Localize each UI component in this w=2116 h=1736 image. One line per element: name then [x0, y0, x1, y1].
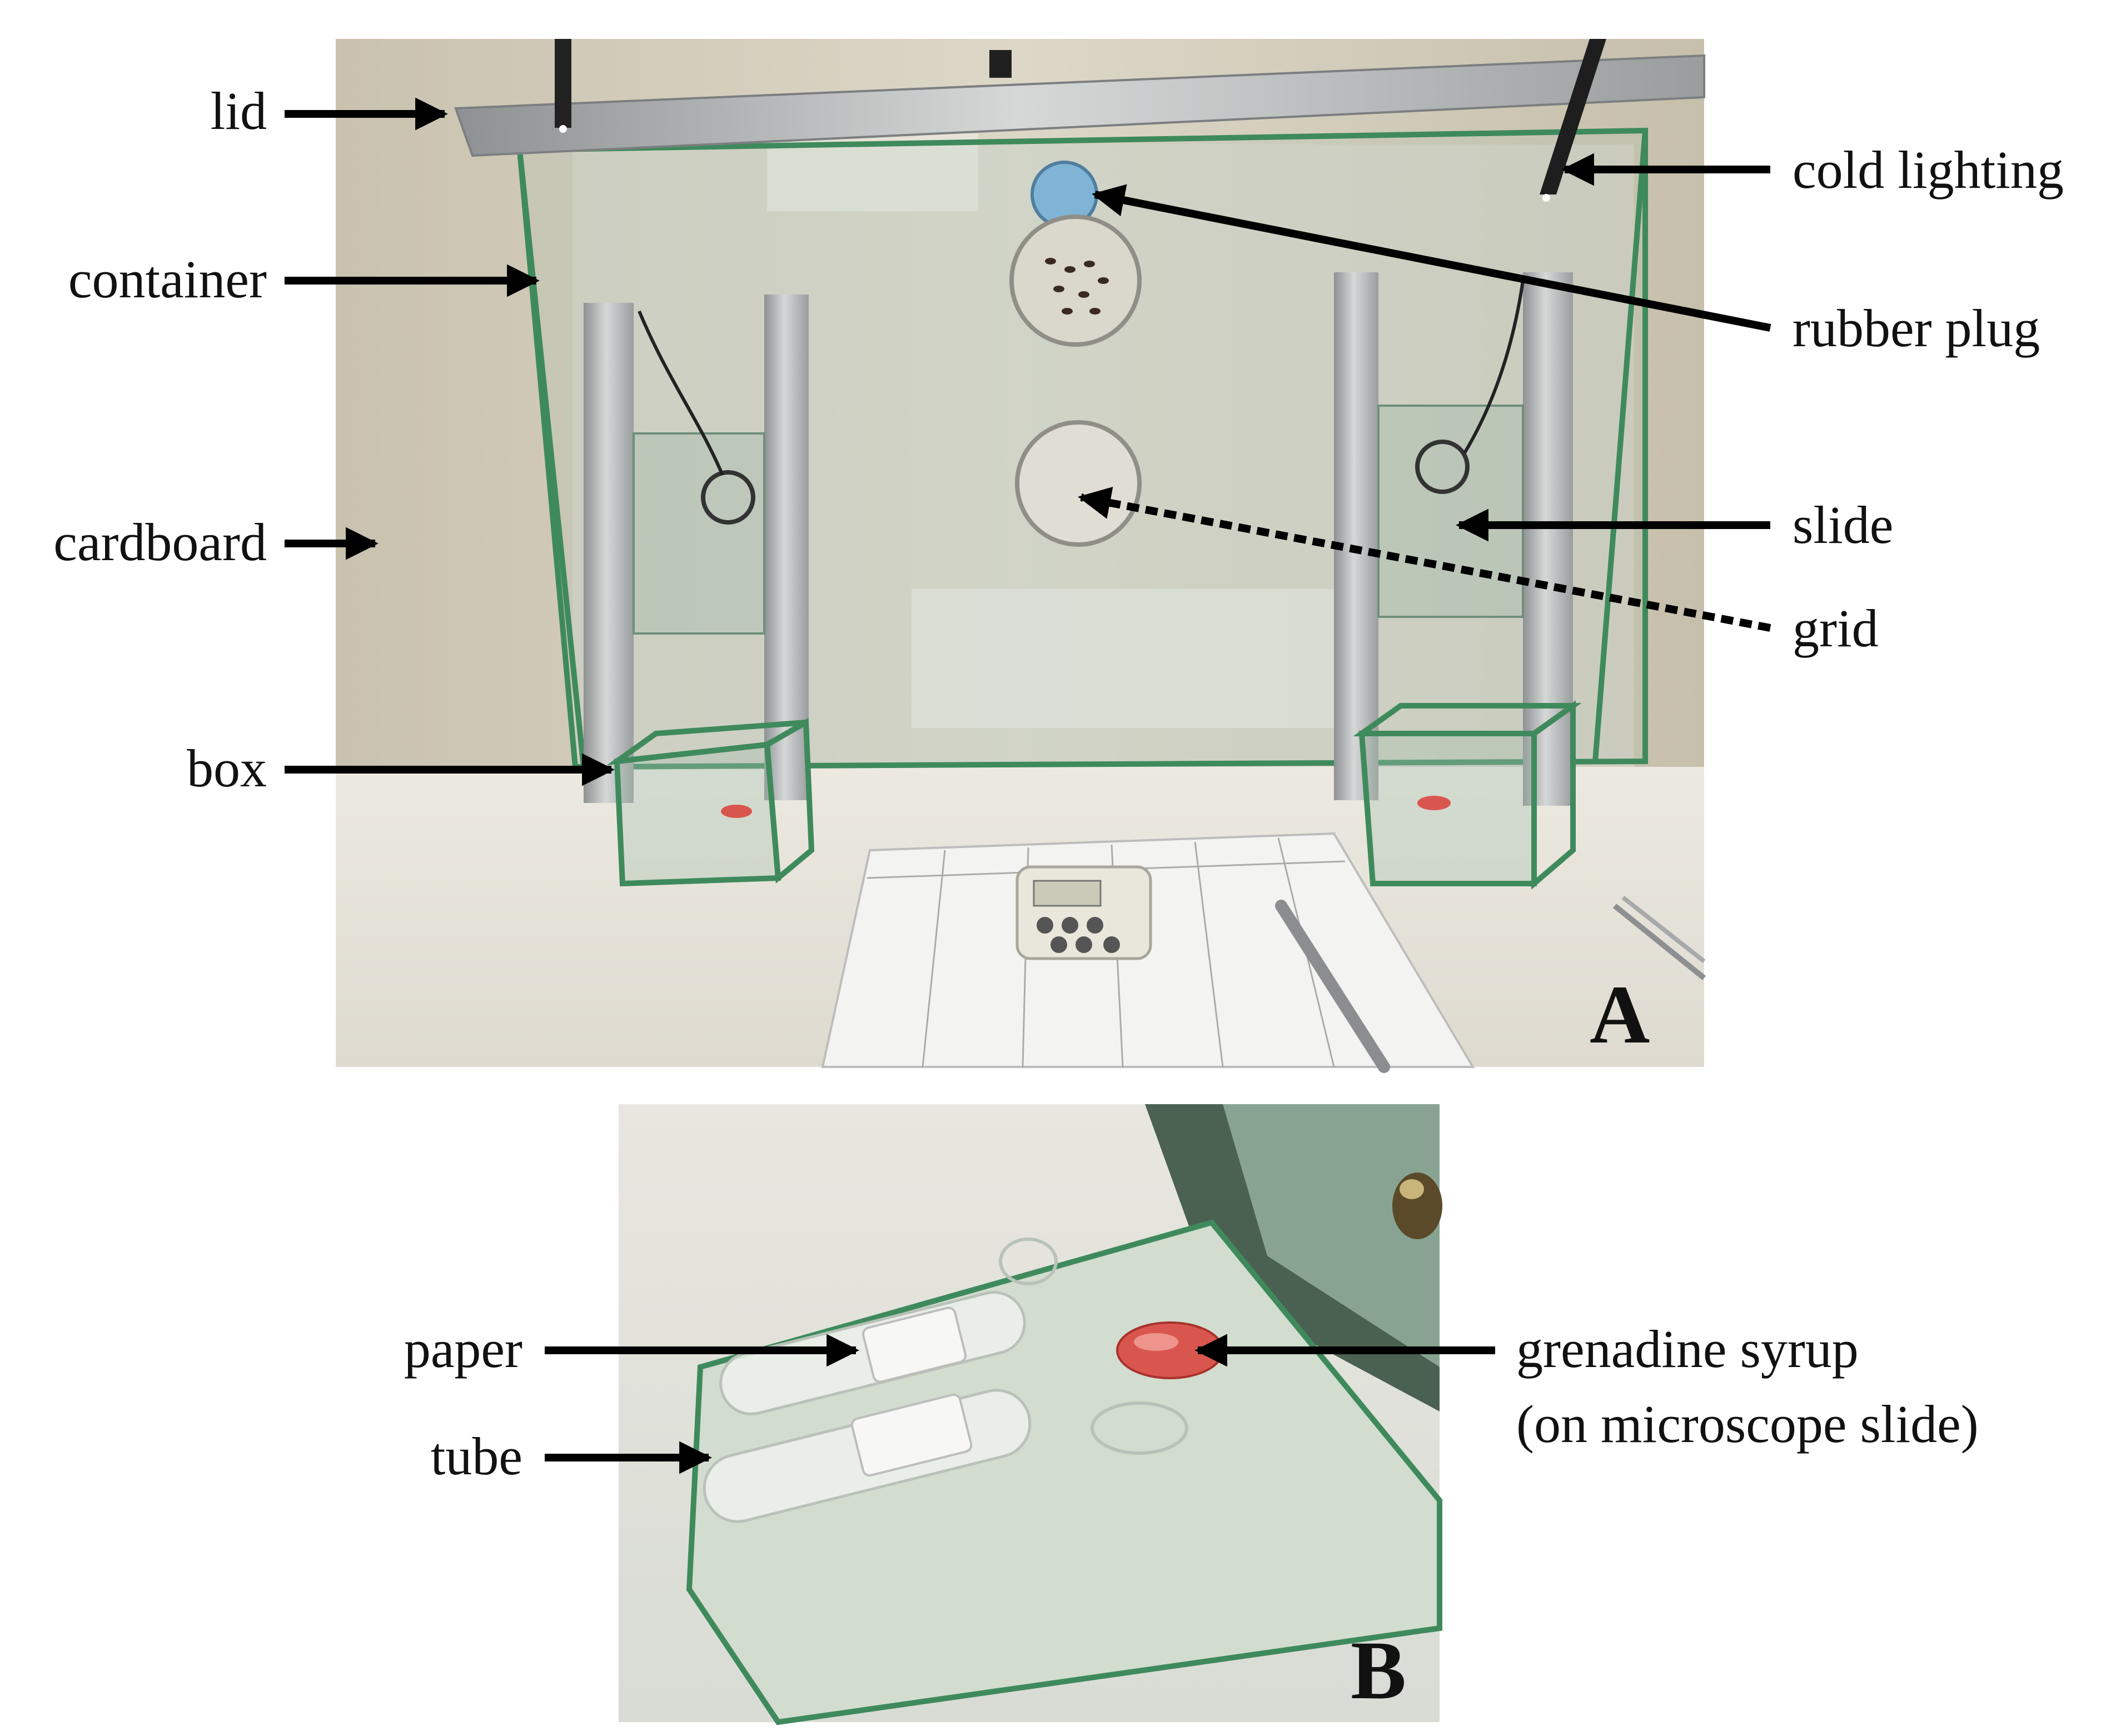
label-container: container: [68, 250, 267, 309]
label-tube: tube: [430, 1426, 522, 1486]
timer: [1015, 865, 1152, 960]
photo-panel-b: [619, 1104, 1442, 1725]
label-lid: lid: [210, 81, 267, 141]
tubes: [703, 1238, 1188, 1523]
label-grid: grid: [1793, 598, 1879, 658]
label-rubber-plug: rubber plug: [1793, 298, 2040, 358]
box-floor-glass: [686, 1219, 1442, 1725]
arrow-rubber-plug: [1092, 184, 1771, 332]
syrup-drop: [1116, 1321, 1224, 1379]
lid-bar: [454, 54, 1705, 157]
arrows: [285, 97, 1771, 1474]
label-cold-lighting: cold lighting: [1793, 140, 2064, 199]
label-paper: paper: [404, 1319, 522, 1379]
rubber-plug: [1030, 161, 1098, 228]
label-grenadine-note: (on microscope slide): [1516, 1394, 1979, 1454]
photo-panel-a: [336, 39, 1706, 1073]
right-box: [1353, 700, 1582, 890]
label-slide: slide: [1793, 495, 1894, 555]
pen: [1275, 900, 1390, 1073]
panel-letter-b: B: [1351, 1624, 1407, 1717]
arrow-grid: [1078, 486, 1771, 632]
label-grenadine-syrup: grenadine syrup: [1516, 1319, 1859, 1379]
container-glass: [516, 127, 1648, 770]
label-cardboard: cardboard: [53, 512, 267, 572]
window-reflection: [767, 133, 1334, 728]
panel-letter-a: A: [1590, 969, 1650, 1061]
label-box: box: [187, 739, 267, 798]
left-box: [606, 717, 815, 887]
data-sheet: [821, 832, 1475, 1068]
flies: [1045, 258, 1109, 315]
